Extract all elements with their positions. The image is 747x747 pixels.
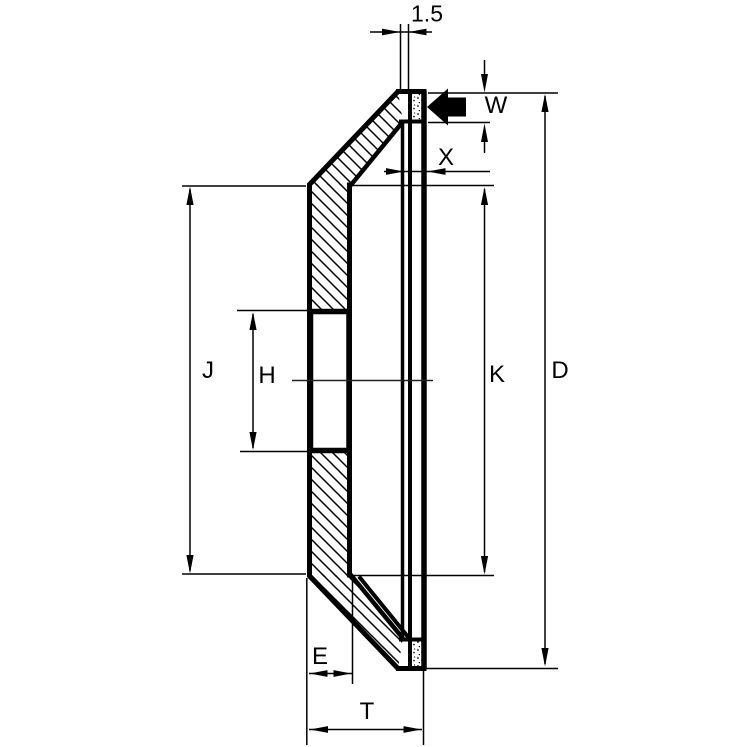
inner-slope-bottom: [348, 573, 405, 640]
dim-j: [182, 185, 306, 575]
dim-label-e: E: [311, 643, 329, 670]
grinding-face-pointer-icon: [427, 88, 466, 126]
dim-h: [237, 309, 307, 453]
dimension-arrowheads: [186, 28, 549, 733]
dim-label-x: X: [437, 144, 455, 171]
inner-slope-top: [348, 120, 405, 187]
dim-k: [353, 184, 494, 577]
dim-w: [428, 60, 490, 153]
dim-label-j: J: [202, 357, 214, 384]
dim-label-t: T: [359, 698, 375, 725]
dim-label-h: H: [258, 362, 276, 389]
dim-label-k: K: [488, 361, 506, 388]
dim-label-w: W: [484, 92, 508, 119]
dim-label-d: D: [551, 357, 569, 384]
dim-label-rim-step: 1.5: [411, 0, 443, 27]
dim-d: [426, 92, 558, 670]
